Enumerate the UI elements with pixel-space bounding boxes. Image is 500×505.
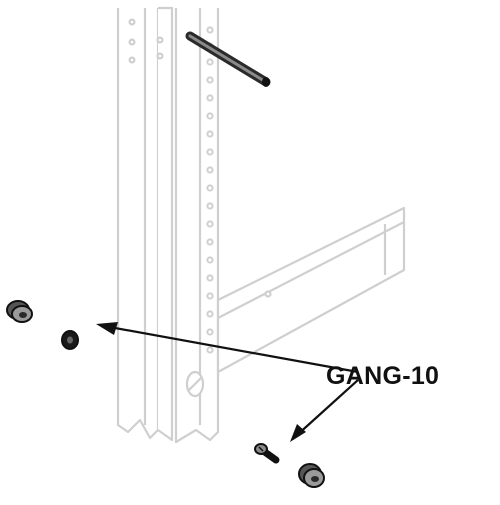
cage-nut-icon [61,330,79,350]
rail-holes [206,26,214,354]
callout-arrows [103,324,359,437]
tool-rod-icon [185,31,271,87]
screw-icon [254,443,280,464]
rack-rail-icon [116,6,220,444]
callout-label: GANG-10 [326,362,440,390]
arrowhead-lower [290,424,306,442]
arrowhead-upper [96,322,118,335]
callout-arrow-lower [295,379,359,437]
callout-arrow-upper [103,324,359,374]
washer-icon [298,463,325,488]
bracket-icon [216,206,406,374]
washer-icon [6,300,33,323]
